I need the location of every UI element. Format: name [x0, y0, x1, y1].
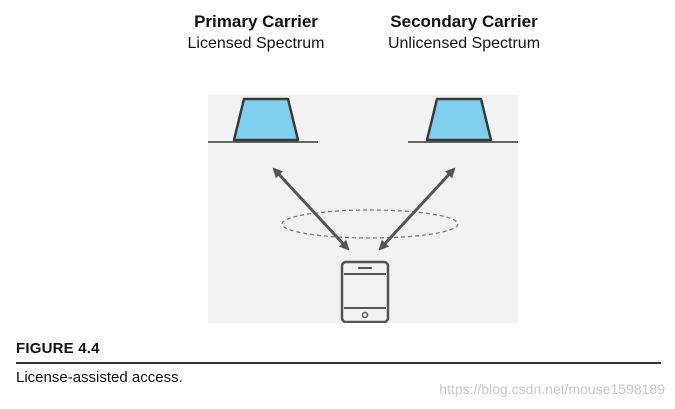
primary-carrier-label: Primary Carrier Licensed Spectrum — [146, 11, 366, 55]
figure-number: FIGURE 4.4 — [16, 340, 100, 357]
lte-laa-diagram — [208, 97, 518, 323]
secondary-carrier-spectrum: Unlicensed Spectrum — [387, 35, 541, 52]
primary-link-arrow — [272, 167, 350, 251]
secondary-carrier-name: Secondary Carrier — [390, 12, 538, 31]
mobile-phone-icon — [340, 260, 390, 323]
primary-base-station-icon — [208, 97, 318, 143]
diagram-panel — [208, 95, 518, 323]
figure-caption: License-assisted access. — [16, 369, 183, 386]
secondary-base-station-icon — [408, 97, 518, 143]
secondary-link-arrow — [378, 167, 456, 251]
primary-carrier-spectrum: Licensed Spectrum — [187, 35, 325, 52]
secondary-carrier-label: Secondary Carrier Unlicensed Spectrum — [354, 11, 574, 55]
primary-carrier-name: Primary Carrier — [194, 12, 318, 31]
coverage-area-ellipse — [281, 209, 459, 239]
watermark-text: https://blog.csdn.net/mouse1598189 — [439, 381, 665, 397]
caption-divider — [16, 362, 661, 364]
